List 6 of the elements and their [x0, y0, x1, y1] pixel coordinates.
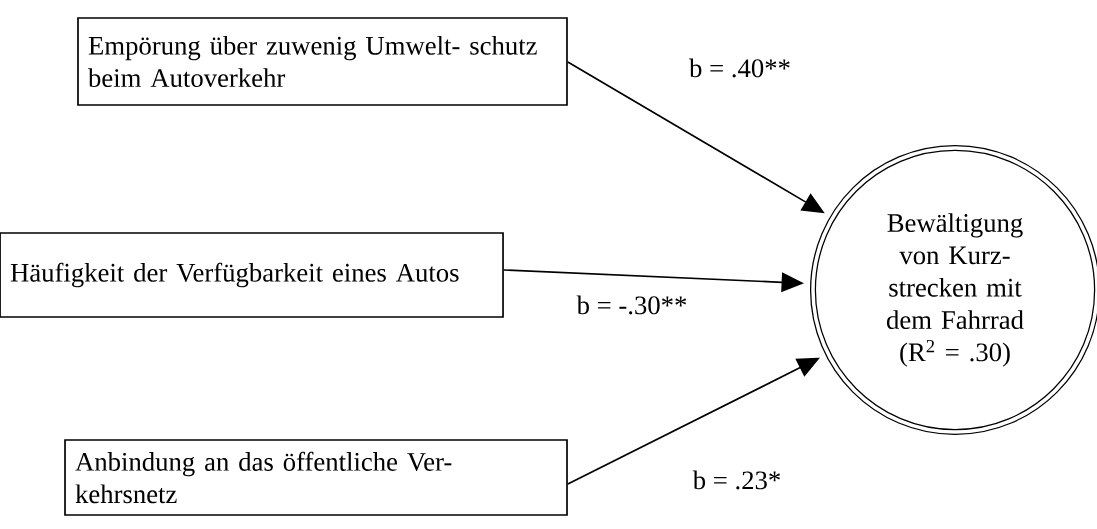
text-box: Empörung über zuwenig Umwelt- schutz beim Autoverkehr [77, 17, 568, 106]
text-box: Anbindung an das öffentliche Ver- kehrsnetz [64, 439, 568, 516]
edge-label: b = .23* [692, 470, 780, 490]
edge-label: b = .40** [689, 58, 790, 78]
edge-label: b = -.30** [576, 295, 687, 315]
text-box: Häufigkeit der Verfügbarkeit eines Autos [0, 232, 504, 318]
